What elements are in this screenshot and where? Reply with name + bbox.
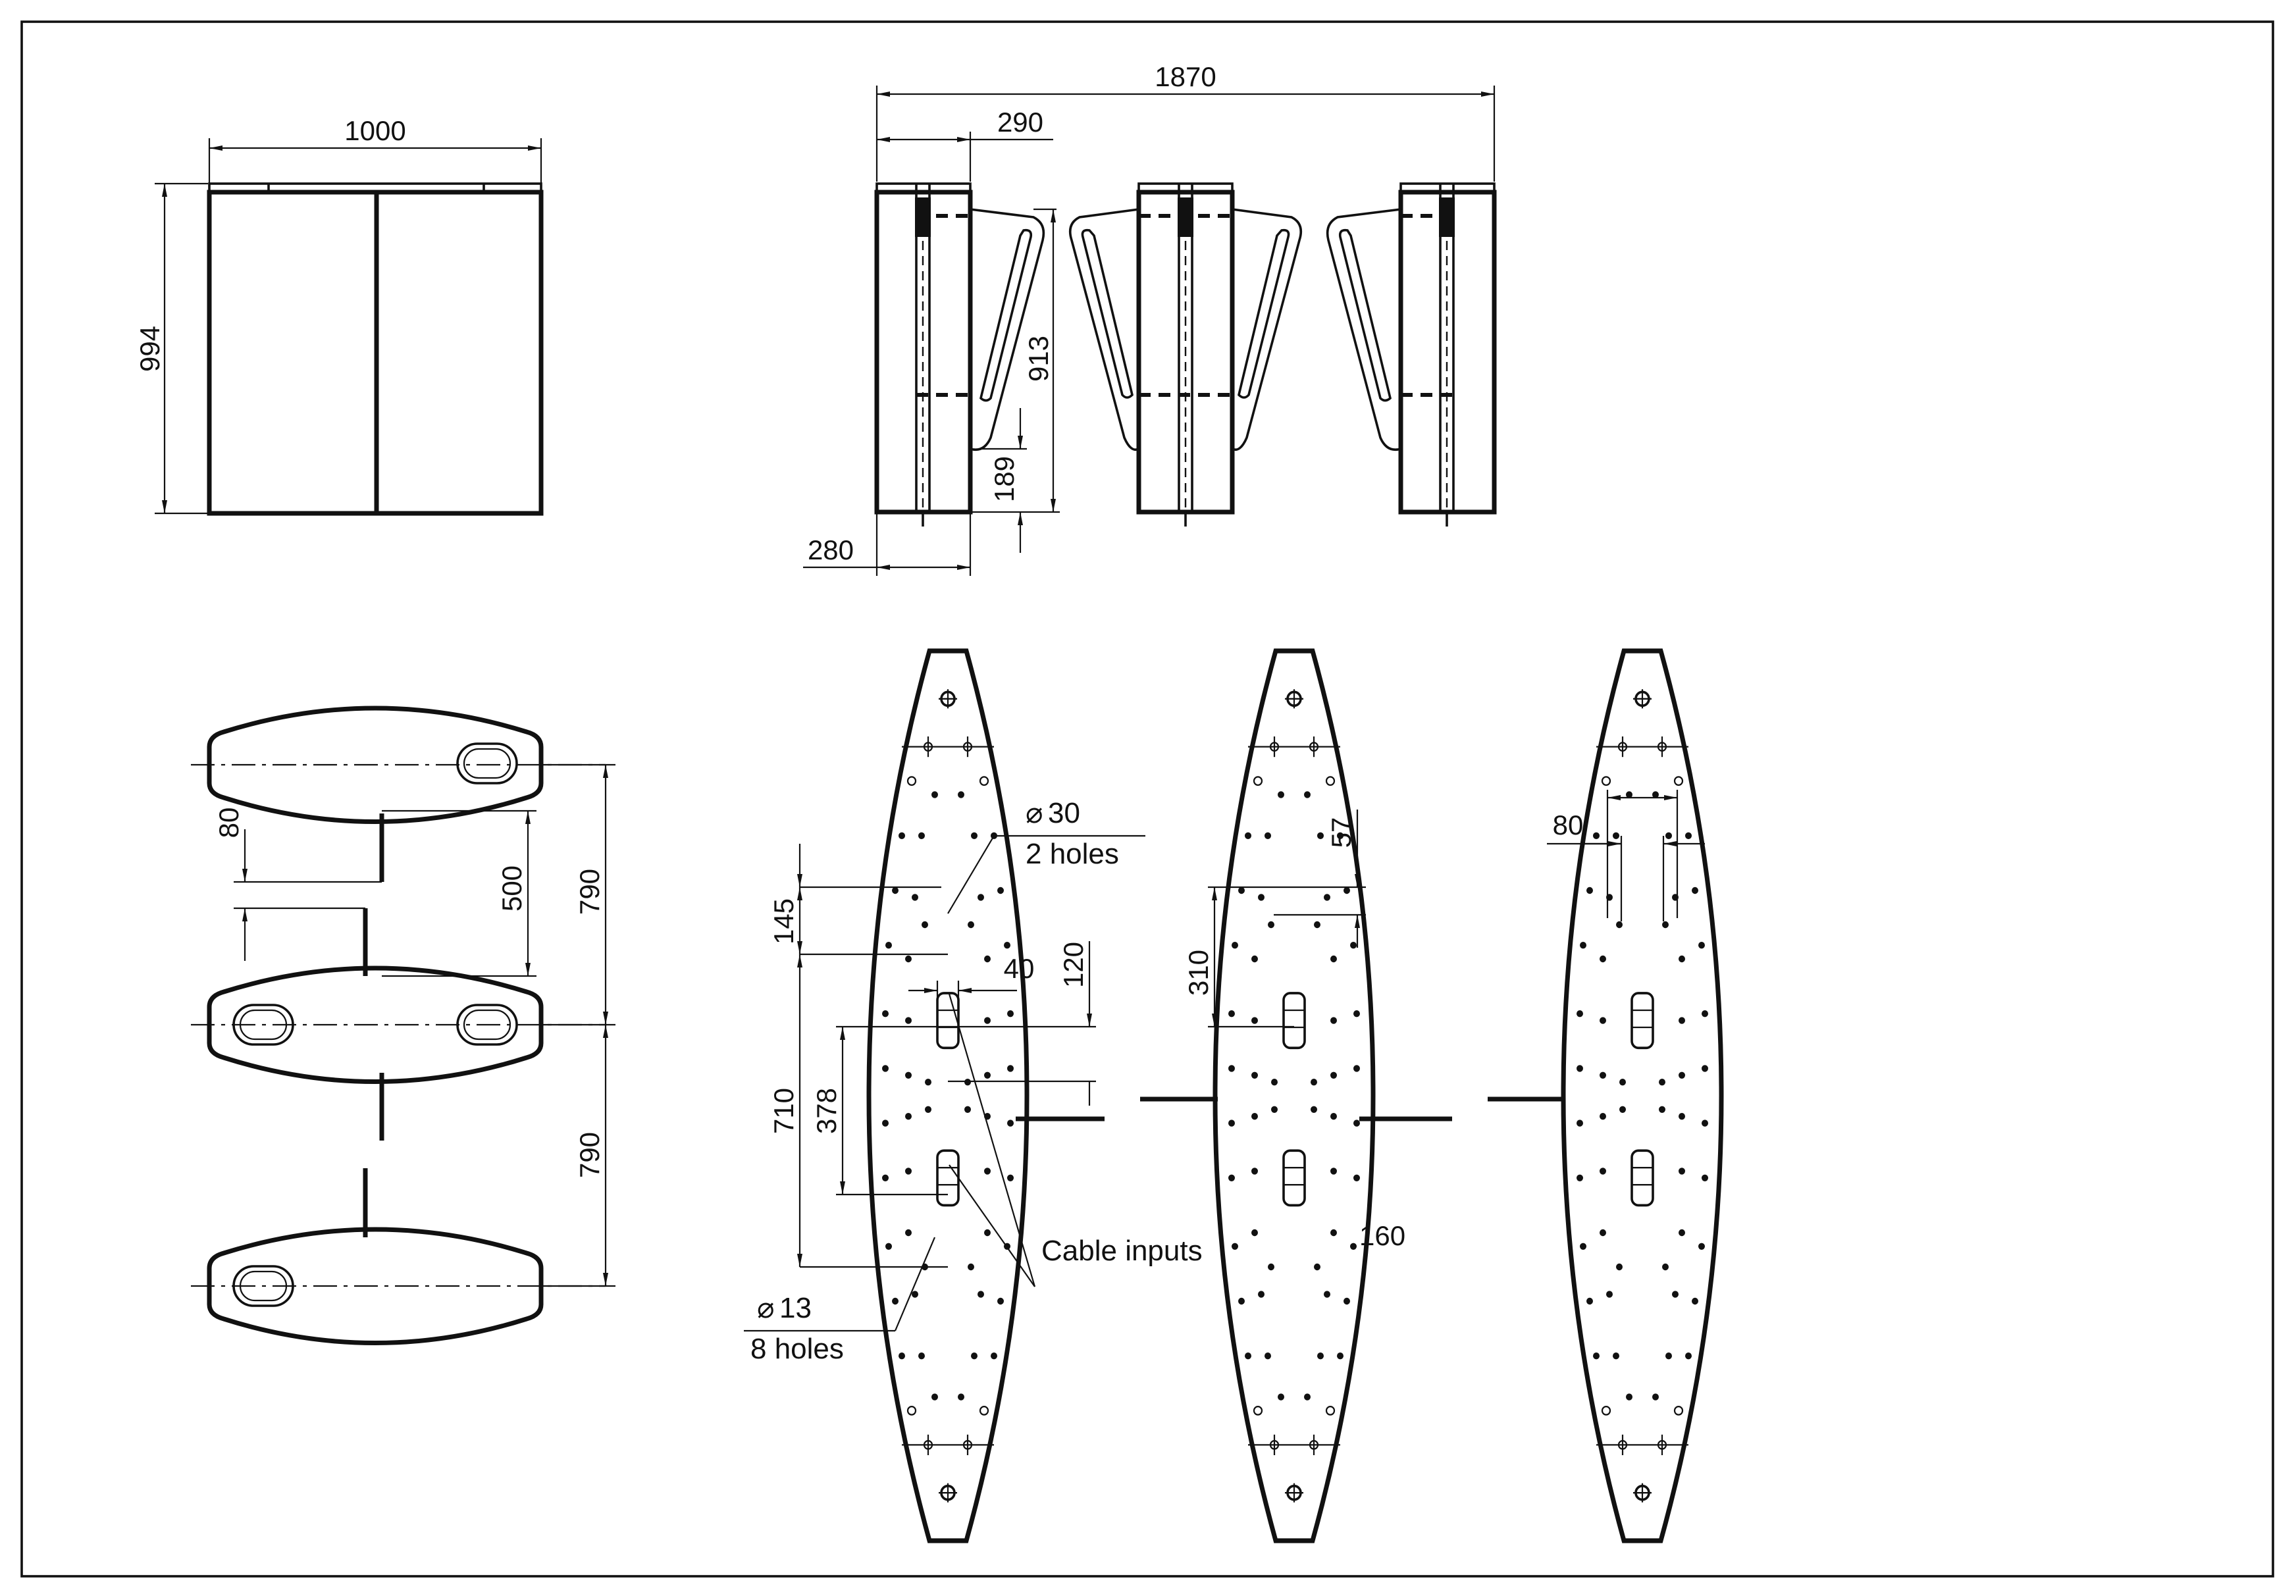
side-base-width-label: 280: [808, 534, 854, 565]
dim-710-label: 710: [768, 1088, 799, 1134]
base-plates: 145 710 378 120 40 ⌀ 30 2 holes ⌀ 13 8 h…: [744, 651, 1721, 1541]
side-top-width-label: 290: [997, 107, 1043, 138]
plan-slot-label: 80: [213, 808, 244, 838]
plan-opening-label: 500: [496, 865, 527, 912]
side-leaf-height-label: 913: [1023, 336, 1054, 382]
cable-inputs-label: Cable inputs: [1041, 1235, 1203, 1267]
hole-large-dia-label: 30: [1048, 797, 1080, 829]
dim-145-label: 145: [768, 898, 799, 944]
dim-160-label: 160: [1359, 1220, 1405, 1251]
hole-large-symbol: ⌀: [1026, 797, 1043, 829]
dim-120-label: 120: [1058, 942, 1089, 988]
dim-40-label: 40: [1004, 953, 1035, 984]
side-overall-label: 1870: [1155, 61, 1216, 92]
dim-57-label: 57: [1326, 817, 1357, 848]
front-view: 1000 994: [134, 115, 544, 516]
hole-small-symbol: ⌀: [757, 1292, 775, 1324]
dim-378-label: 378: [811, 1088, 842, 1134]
front-width-label: 1000: [344, 115, 405, 146]
hole-large-count-label: 2 holes: [1026, 838, 1119, 870]
hole-small-count-label: 8 holes: [750, 1333, 844, 1365]
plan-pitch-label-2: 790: [574, 1132, 605, 1178]
plan-view: 80 500 790 790: [191, 706, 615, 1345]
front-height-label: 994: [134, 326, 165, 372]
base-plate-right: [1563, 651, 1721, 1541]
dim-80-label: 80: [1553, 810, 1584, 840]
side-floor-gap-label: 189: [989, 456, 1020, 502]
hole-small-dia-label: 13: [779, 1292, 812, 1324]
base-plate-middle: [1215, 651, 1373, 1541]
plan-pitch-label-1: 790: [574, 869, 605, 915]
side-view: 1870 290 913 189 280: [803, 61, 1497, 576]
base-plate-left: [869, 651, 1027, 1541]
dim-310-label: 310: [1183, 950, 1214, 996]
